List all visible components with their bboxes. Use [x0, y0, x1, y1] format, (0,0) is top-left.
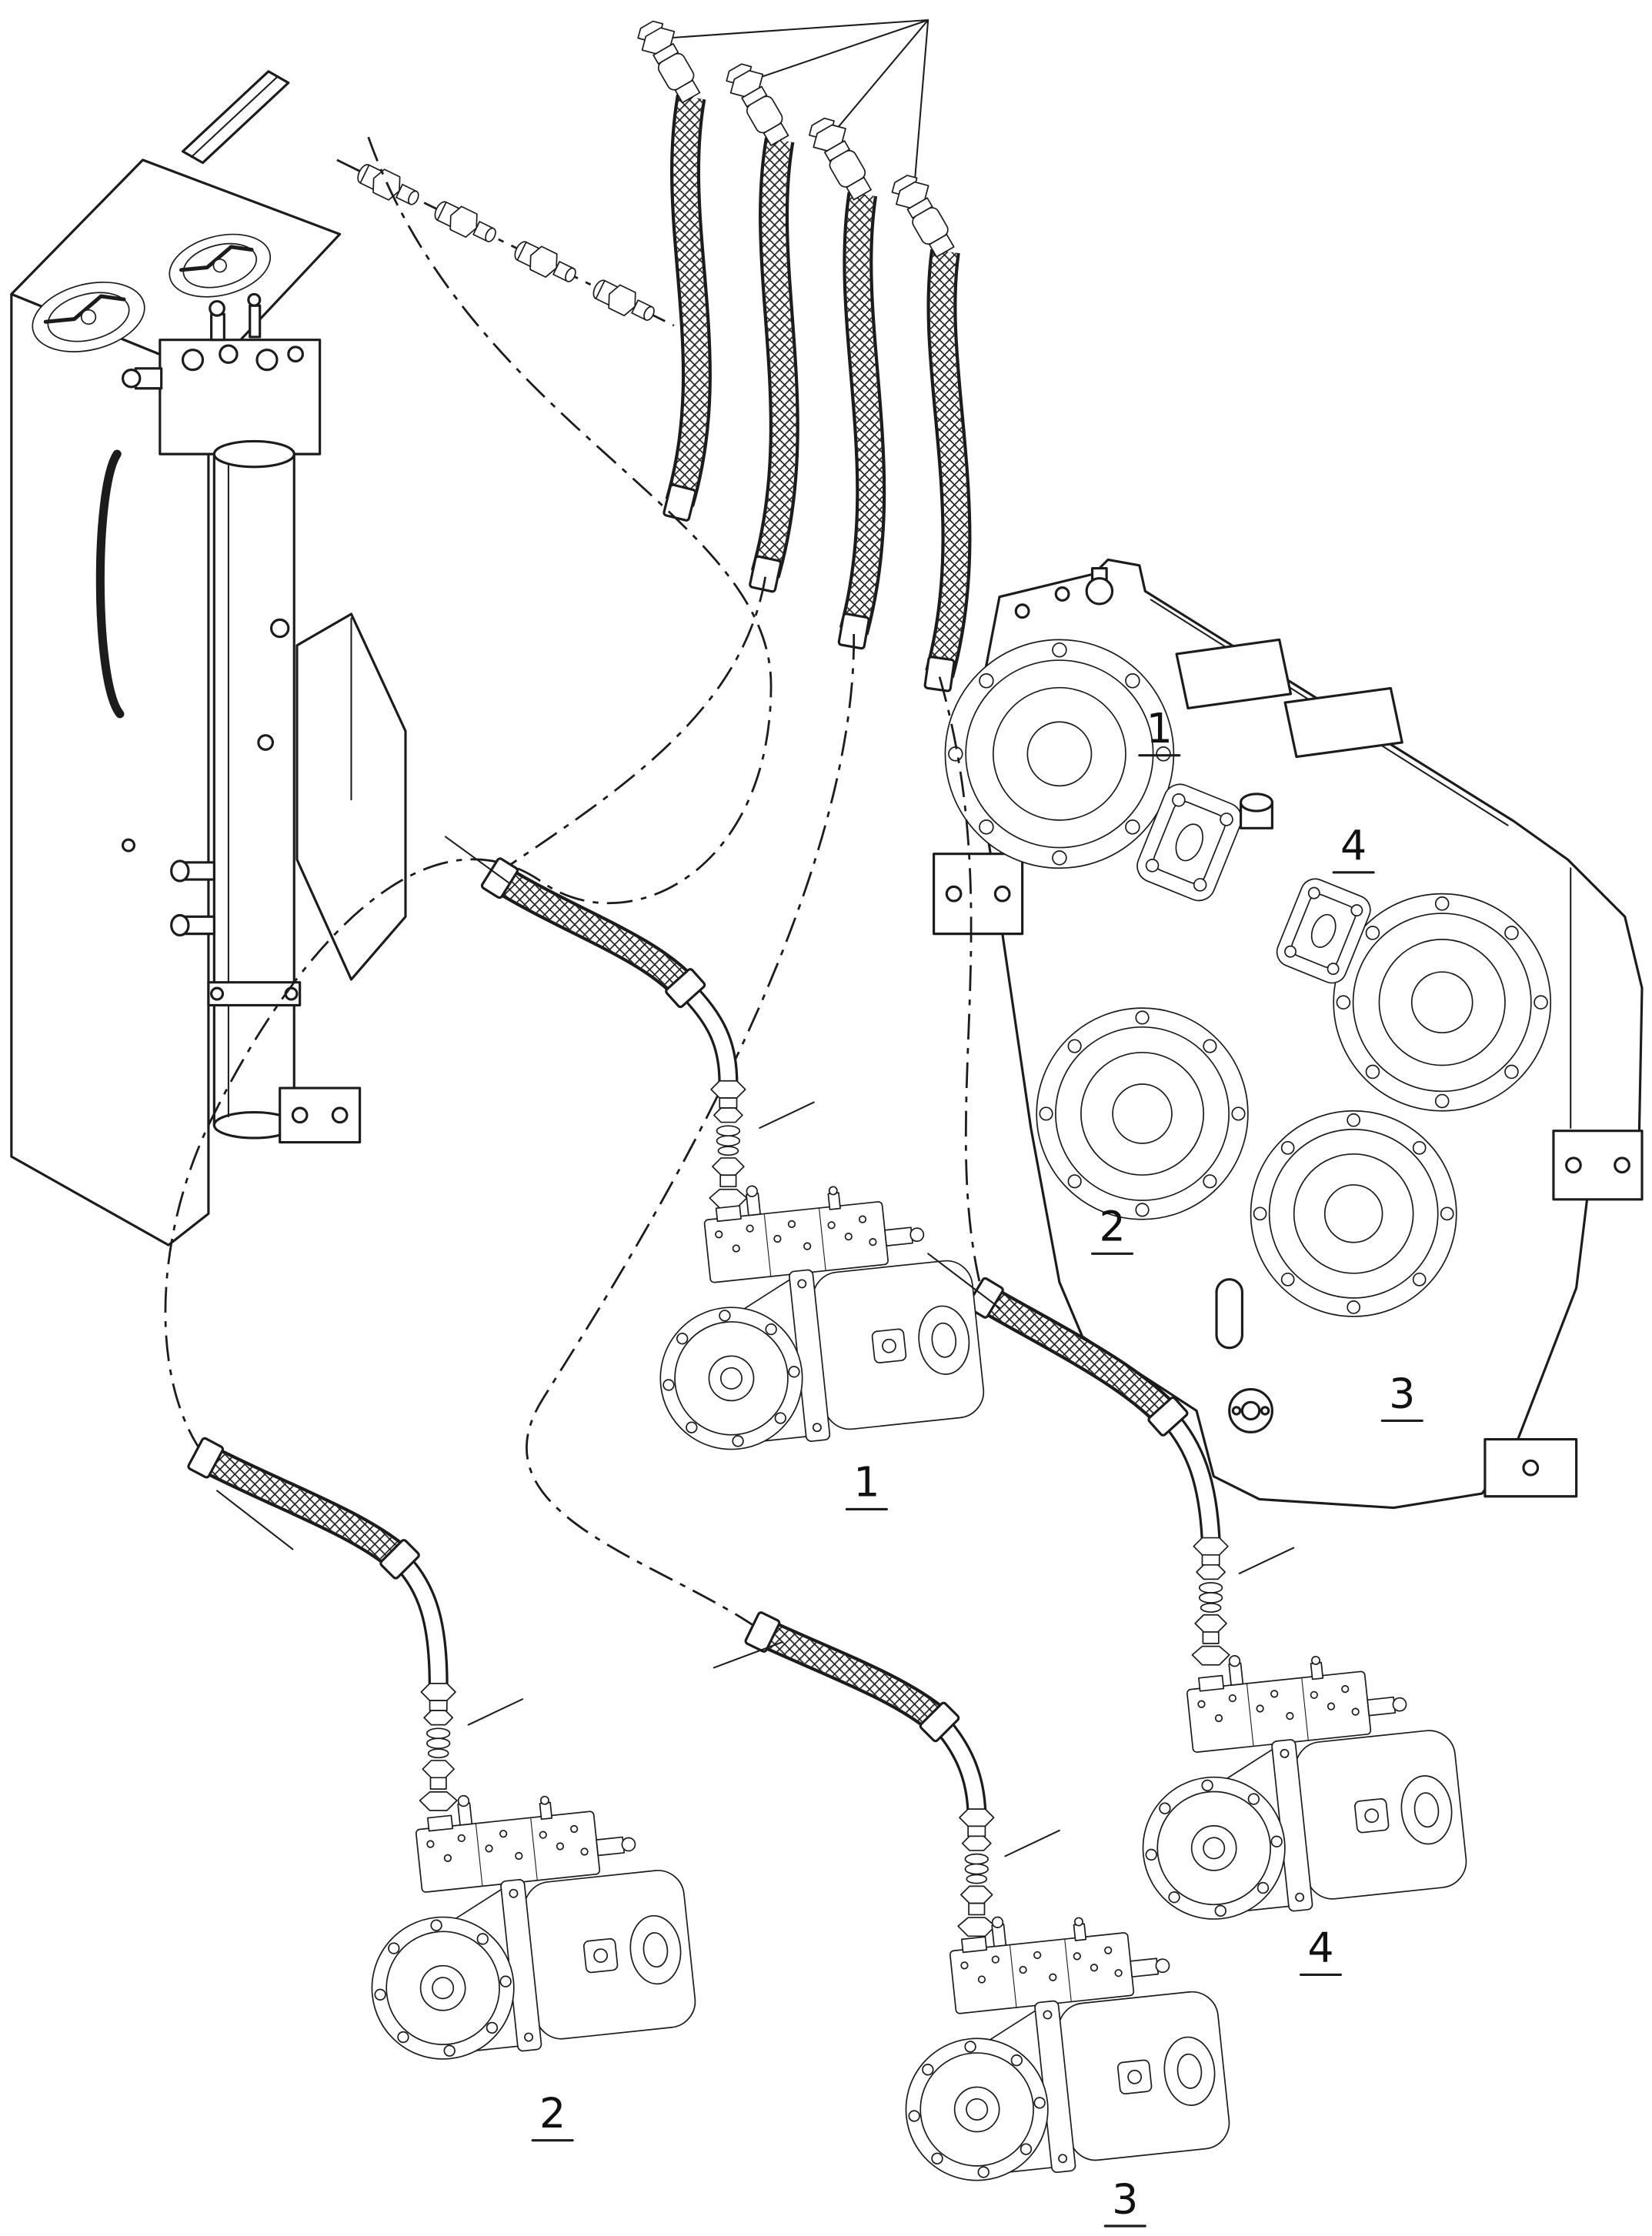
gearbox-port-4 [1332, 893, 1552, 1112]
pump-unit-4 [1122, 1633, 1471, 1927]
callout-gearbox-port-4: 4 [1340, 821, 1367, 869]
fitting-stack-pump-2 [418, 1682, 459, 1812]
callout-pump-1: 1 [853, 1458, 879, 1507]
callout-gearbox-port-2: 2 [1099, 1203, 1125, 1251]
tank-drain-mark [122, 838, 136, 853]
gearbox-top-pad-1 [1175, 638, 1293, 710]
hose-ferrule [379, 1539, 420, 1580]
pump-unit-3 [885, 1894, 1234, 2189]
upper-hoses [662, 97, 956, 692]
gearbox-port-3 [1250, 1110, 1457, 1318]
callout-pump-2: 2 [539, 2089, 566, 2138]
callout-pump-4: 4 [1307, 1924, 1333, 1972]
hose-ferrule [187, 1437, 225, 1479]
fitting-stack-pump-4 [1190, 1536, 1231, 1667]
hose-ferrule [837, 612, 870, 650]
hose-ferrule [919, 1701, 960, 1743]
adapter-fitting-2 [429, 195, 502, 250]
gearbox-port-1 [944, 639, 1175, 869]
elbow-fitting-2 [724, 64, 797, 152]
callout-gearbox-port-1: 1 [1146, 704, 1173, 753]
straight-adapter-fittings [336, 159, 675, 329]
fitting-stack-pump-3 [956, 1807, 996, 1937]
cylinder-plug [1239, 793, 1273, 829]
tank-front-handle [95, 449, 125, 719]
oval-slot [1215, 1278, 1244, 1350]
pump-drive-gearbox [933, 558, 1644, 1510]
filter-tube [212, 452, 295, 1126]
callout-pump-3: 3 [1112, 2174, 1138, 2223]
hose-ferrule [744, 1611, 781, 1653]
hose-ferrule [923, 656, 956, 692]
callout-gearbox-port-3: 3 [1389, 1370, 1415, 1418]
elbow-fitting-3 [807, 118, 880, 205]
elbow-fitting-4 [889, 175, 963, 262]
gearbox-port-2 [1036, 1006, 1250, 1220]
adapter-fitting-3 [509, 235, 582, 290]
pump-supply-hoses [187, 857, 1221, 1821]
routing-centerlines [164, 136, 984, 1629]
pump-unit-1 [639, 1163, 989, 1458]
adapter-fitting-4 [588, 274, 660, 329]
hose-ferrule [1147, 1396, 1189, 1437]
callouts: 1 2 3 4 1 2 3 4 [531, 704, 1423, 2228]
hose-ferrule [749, 555, 783, 593]
filter-column-assembly [122, 292, 362, 1144]
hose-ferrule [480, 857, 519, 899]
pump-unit-2 [351, 1772, 700, 2067]
breather-plug [1085, 576, 1114, 606]
small-bottom-flange [1228, 1387, 1273, 1433]
leader-fan-lines [659, 18, 929, 194]
leader-lines [216, 836, 1295, 1857]
gearbox-top-pad-2 [1283, 686, 1403, 759]
tank-lift-handle [181, 70, 290, 165]
hose-ferrule [665, 968, 706, 1009]
